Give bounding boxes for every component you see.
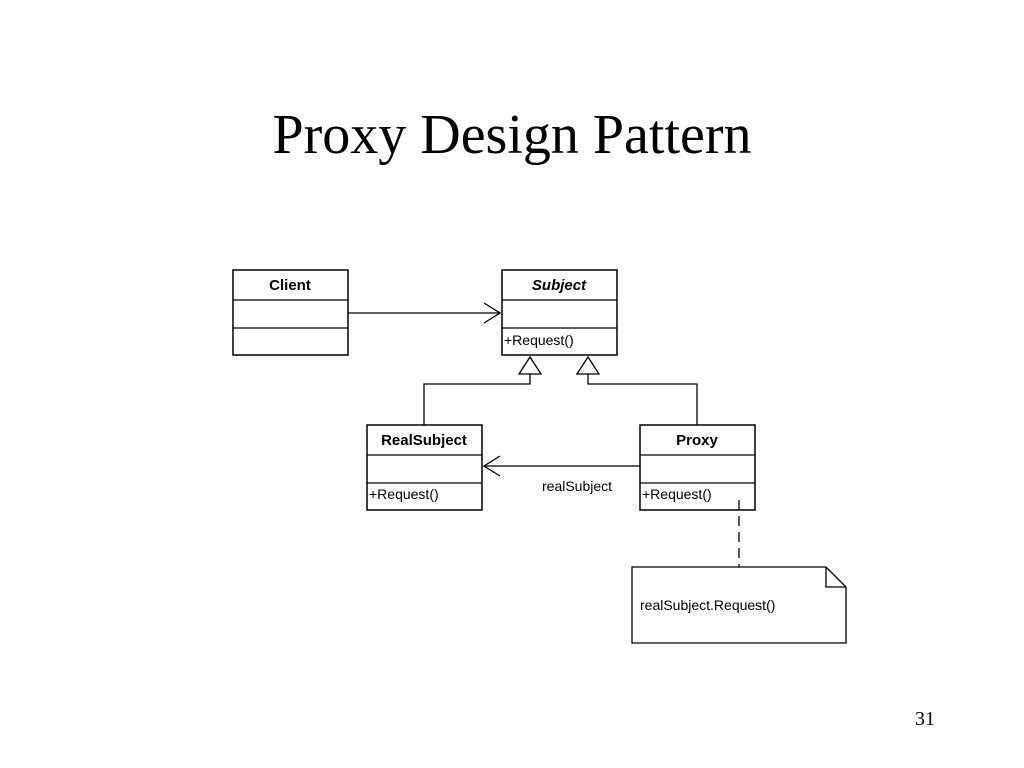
- class-proxy: Proxy +Request(): [639, 424, 756, 511]
- note-folded-corner: [825, 567, 846, 588]
- generalization-real-subject: [423, 355, 543, 425]
- class-proxy-name: Proxy: [676, 432, 718, 449]
- class-subject: Subject +Request(): [501, 269, 618, 356]
- generalization-real-subject-triangle: [517, 355, 543, 375]
- association-client-subject-arrowhead: [483, 302, 502, 324]
- association-proxy-real-subject-arrowhead: [482, 455, 501, 477]
- generalization-real-subject-line: [423, 374, 531, 425]
- page-number: 31: [915, 708, 935, 730]
- class-real-subject-name: RealSubject: [381, 432, 467, 449]
- class-client: Client: [232, 269, 349, 356]
- association-proxy-real-subject: realSubject: [482, 455, 640, 494]
- class-client-box: [232, 269, 349, 356]
- class-real-subject-box: [366, 424, 483, 511]
- generalization-proxy: [575, 355, 698, 425]
- class-client-name: Client: [269, 277, 311, 294]
- generalization-proxy-line: [587, 374, 698, 425]
- class-subject-operation: +Request(): [504, 332, 574, 348]
- note-shape: [631, 566, 847, 644]
- note-text: realSubject.Request(): [640, 597, 775, 613]
- slide-title: Proxy Design Pattern: [272, 104, 752, 166]
- class-proxy-operation: +Request(): [642, 486, 712, 502]
- class-subject-box: [501, 269, 618, 356]
- generalization-proxy-triangle: [575, 355, 601, 375]
- class-proxy-box: [639, 424, 756, 511]
- association-label: realSubject: [542, 478, 612, 494]
- association-client-subject: [348, 302, 502, 324]
- note: realSubject.Request(): [631, 566, 847, 644]
- class-real-subject: RealSubject +Request(): [366, 424, 483, 511]
- class-real-subject-operation: +Request(): [369, 486, 439, 502]
- class-subject-name: Subject: [532, 277, 587, 294]
